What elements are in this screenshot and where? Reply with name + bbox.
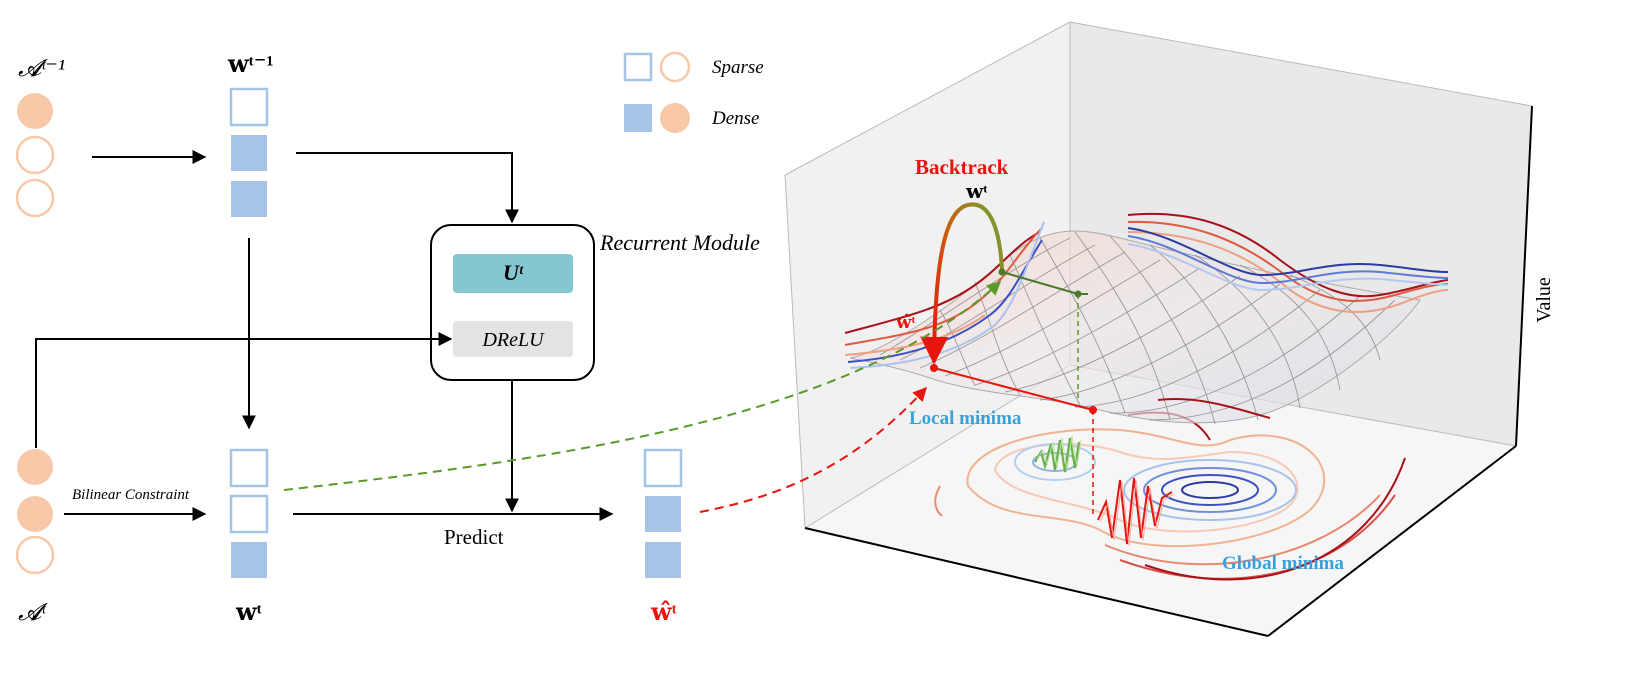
right-curve-orange bbox=[1127, 231, 1449, 313]
arrow-w-prev-to-module bbox=[296, 152, 519, 224]
green-oscillation-2 bbox=[1036, 435, 1082, 471]
drelu-block bbox=[453, 321, 573, 357]
contour-global-2 bbox=[1143, 467, 1277, 513]
drelu-block-label: DReLU bbox=[481, 329, 545, 351]
u-block-label: Uᵗ bbox=[503, 260, 524, 285]
w-hat-point bbox=[930, 364, 938, 372]
w-curr-square-dense bbox=[231, 542, 267, 578]
w-prev-square-dense-1 bbox=[231, 135, 267, 171]
w-hat-label: 𝐰̂ᵗ bbox=[650, 600, 677, 626]
axis-value-z bbox=[1515, 105, 1533, 447]
w-t-projected-point bbox=[1074, 290, 1082, 298]
right-curve-blue-2 bbox=[1127, 235, 1449, 285]
a-curr-node-dense-2 bbox=[17, 496, 53, 532]
contour-ring-2 bbox=[1104, 494, 1381, 566]
contour-ring-1 bbox=[934, 485, 943, 517]
u-block bbox=[453, 254, 573, 293]
contour-ring-3 bbox=[1119, 494, 1396, 580]
w-curr-square-sparse-1 bbox=[229, 448, 269, 488]
w-prev-square-sparse bbox=[229, 87, 269, 127]
contour-outer-1 bbox=[966, 428, 1326, 548]
local-minima-label: Local minima bbox=[909, 408, 1022, 429]
left-panel: 𝓐ᵗ⁻¹ 𝐰ᵗ⁻¹ Recurrent Module Uᵗ DReLU bbox=[15, 51, 764, 626]
a-curr-label: 𝓐ᵗ bbox=[18, 600, 49, 626]
predict-label: Predict bbox=[444, 525, 504, 549]
contour-local-1 bbox=[1014, 443, 1096, 481]
w-hat-projection bbox=[933, 367, 1094, 411]
w-prev-squares bbox=[229, 87, 269, 217]
backtrack-label: Backtrack bbox=[915, 155, 1009, 179]
a-prev-node-sparse-2 bbox=[15, 178, 55, 218]
w-curr-square-sparse-2 bbox=[229, 494, 269, 534]
legend-sparse-label: Sparse bbox=[712, 57, 764, 78]
a-prev-node-sparse-1 bbox=[15, 135, 55, 175]
w-hat-square-sparse bbox=[643, 448, 683, 488]
global-minima-label: Global minima bbox=[1222, 553, 1344, 574]
legend: Sparse Dense bbox=[623, 51, 764, 133]
box-back-left-wall bbox=[785, 22, 1070, 528]
right-curve-blue-3 bbox=[1127, 243, 1449, 292]
legend-sparse-circle bbox=[659, 51, 691, 83]
floor-contours bbox=[934, 411, 1406, 581]
a-prev-label: 𝓐ᵗ⁻¹ bbox=[18, 56, 65, 82]
surface-grid bbox=[879, 231, 1396, 425]
arrow-a-curr-to-drelu bbox=[35, 332, 453, 448]
contour-global-1 bbox=[1123, 459, 1297, 521]
w-hat-projected-point bbox=[1089, 406, 1097, 414]
a-prev-node-dense bbox=[17, 93, 53, 129]
recurrent-module-title: Recurrent Module bbox=[599, 230, 760, 255]
w-curr-squares bbox=[229, 448, 269, 578]
left-curve-darkred bbox=[844, 231, 1041, 334]
legend-sparse-square bbox=[623, 52, 653, 82]
a-curr-node-sparse bbox=[15, 535, 55, 575]
legend-dense-label: Dense bbox=[711, 108, 759, 129]
axis-front-x bbox=[804, 527, 1269, 637]
axis-value-label: Value bbox=[1533, 277, 1555, 323]
axis-right-y bbox=[1267, 445, 1517, 637]
red-oscillation-2 bbox=[1099, 479, 1175, 547]
right-curve-red bbox=[1127, 220, 1449, 302]
w-prev-square-dense-2 bbox=[231, 181, 267, 217]
legend-dense-square bbox=[624, 104, 652, 132]
dashed-arrow-w-to-surface bbox=[283, 281, 1002, 491]
box-axes bbox=[804, 105, 1533, 637]
red-oscillation bbox=[1097, 477, 1173, 545]
green-oscillation bbox=[1034, 437, 1081, 473]
a-curr-node-dense-1 bbox=[17, 449, 53, 485]
bilinear-constraint-label: Bilinear Constraint bbox=[72, 487, 190, 503]
a-curr-nodes bbox=[15, 449, 55, 575]
surface-w-hat-label: 𝐰̂ᵗ bbox=[895, 312, 915, 332]
w-prev-label: 𝐰ᵗ⁻¹ bbox=[227, 52, 274, 78]
w-hat-squares bbox=[643, 448, 683, 578]
w-hat-square-dense-2 bbox=[645, 542, 681, 578]
legend-dense-circle bbox=[660, 103, 690, 133]
backtrack-arc bbox=[920, 202, 1004, 365]
dashed-arrow-w-hat-to-surface bbox=[699, 386, 927, 513]
contour-global-4 bbox=[1181, 481, 1239, 499]
right-contour-lines bbox=[1127, 212, 1449, 419]
left-curve-lightblue bbox=[849, 221, 1045, 369]
surface-panel: Value bbox=[784, 21, 1555, 637]
surface-w-t-label: 𝐰ᵗ bbox=[965, 181, 988, 203]
w-t-point bbox=[998, 268, 1006, 276]
contour-global-3 bbox=[1161, 474, 1259, 506]
w-hat-square-dense-1 bbox=[645, 496, 681, 532]
w-curr-label: 𝐰ᵗ bbox=[235, 600, 262, 626]
contour-ring-4 bbox=[1144, 457, 1406, 581]
a-prev-nodes bbox=[15, 93, 55, 218]
right-bottom-curve bbox=[1157, 398, 1271, 419]
right-curve-blue-1 bbox=[1127, 227, 1449, 277]
